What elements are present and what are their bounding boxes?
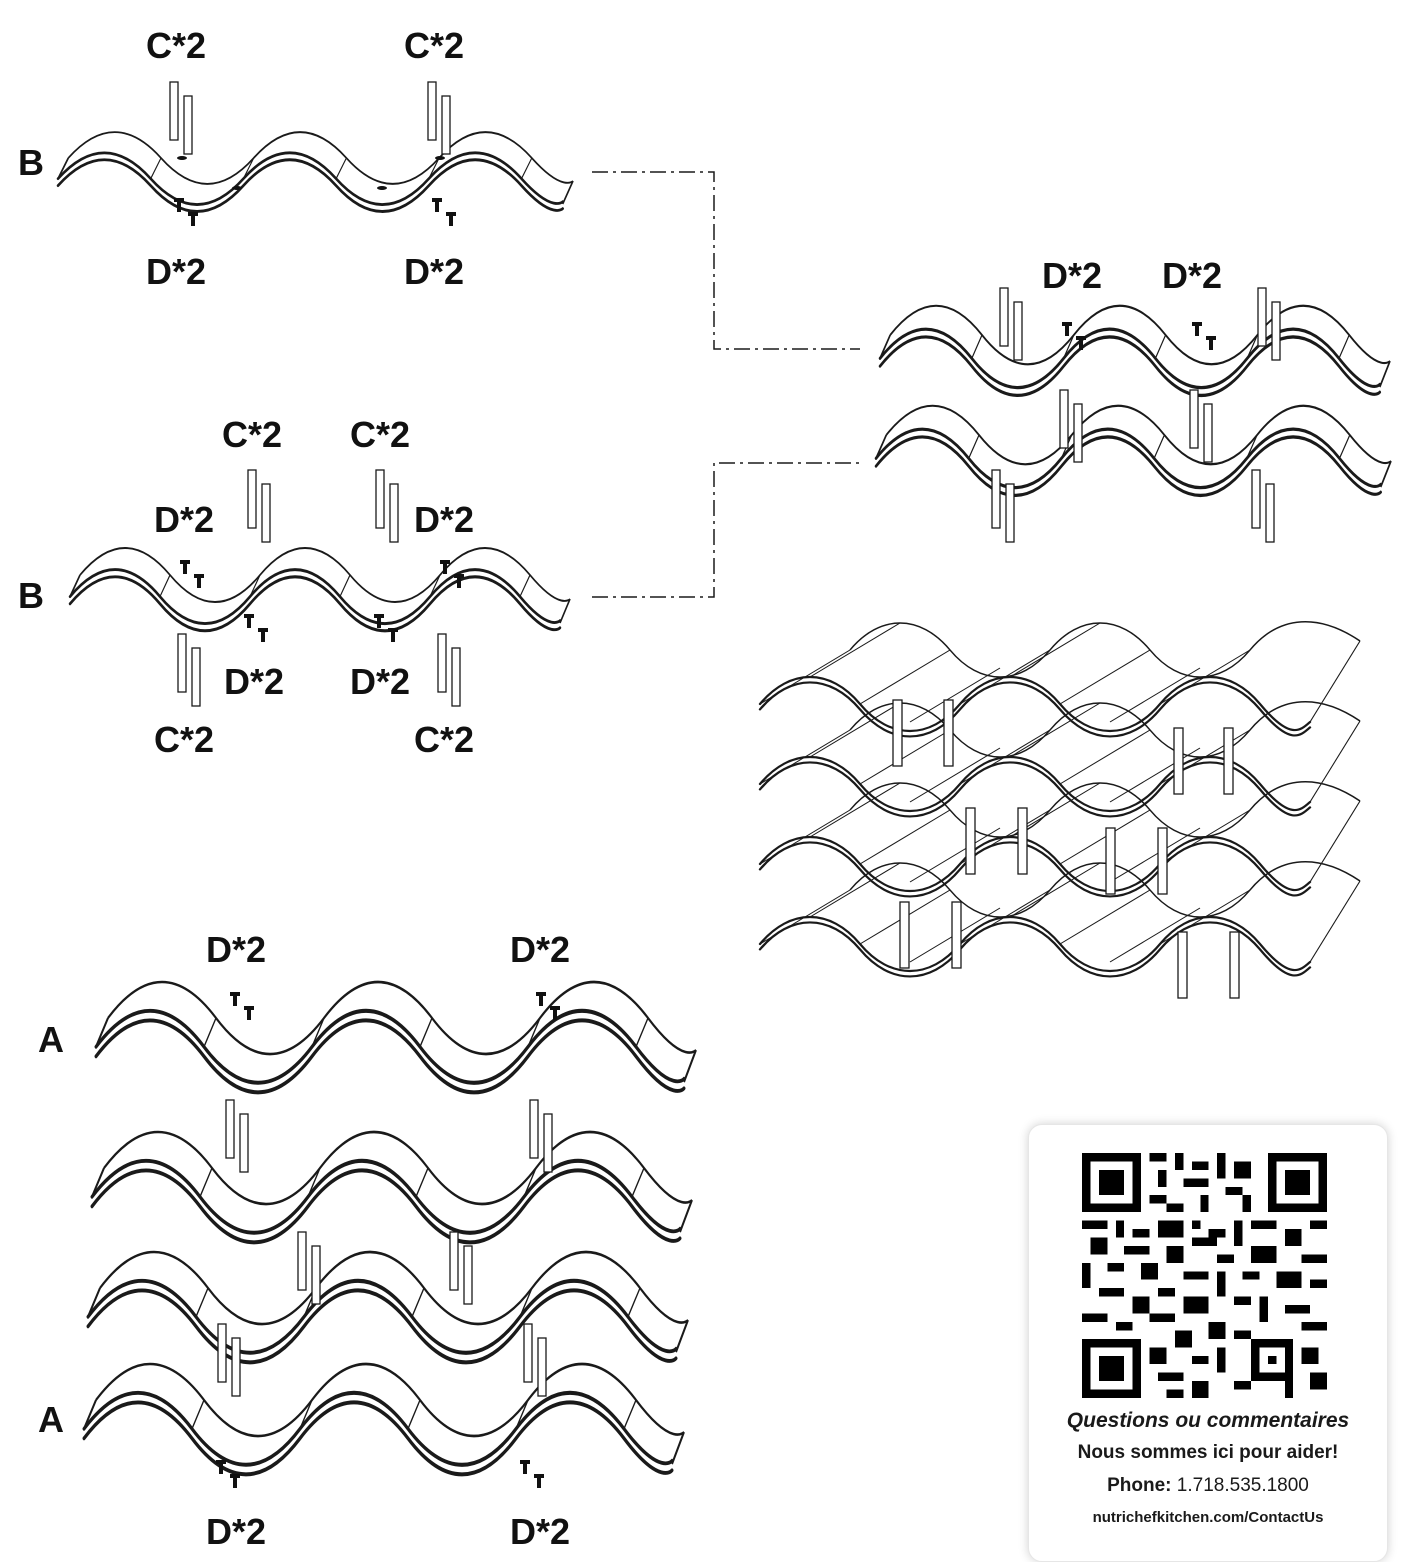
- screw-d: [432, 198, 456, 226]
- peg-qty-label: C*2: [146, 25, 206, 66]
- phone-number[interactable]: 1.718.535.1800: [1176, 1475, 1309, 1496]
- peg-c: [1059, 389, 1083, 463]
- peg-qty-label: C*2: [154, 719, 214, 760]
- peg-c: [247, 469, 271, 543]
- peg-qty-label: C*2: [404, 25, 464, 66]
- panel-a-top-label: A: [38, 1019, 64, 1060]
- screw-qty-label: D*2: [404, 251, 464, 292]
- peg-c: [297, 1231, 321, 1305]
- phone-label: Phone:: [1107, 1475, 1172, 1496]
- peg-c: [225, 1099, 249, 1173]
- sub-assembly-b: D*2 D*2: [874, 255, 1393, 543]
- screw-qty-label: D*2: [350, 661, 410, 702]
- peg-c: [217, 1323, 241, 1397]
- connector-lines: [592, 171, 860, 598]
- screw-d: [1192, 322, 1216, 350]
- contact-title: Questions ou commentaires: [1066, 1409, 1350, 1432]
- screw-qty-label: D*2: [510, 929, 570, 970]
- panel-b-middle-label: B: [18, 575, 44, 616]
- peg-c: [169, 81, 193, 155]
- finished-rack: [758, 620, 1362, 999]
- contact-url[interactable]: nutrichefkitchen.com/ContactUs: [1092, 1509, 1324, 1526]
- screw-d: [244, 614, 268, 642]
- peg-qty-label: C*2: [350, 414, 410, 455]
- panel-b-middle: B C*2 C*2 D*2 D*2 D*2 D*2 C*2 C*2: [18, 414, 572, 760]
- screw-qty-label: D*2: [1162, 255, 1222, 296]
- screw-d: [374, 614, 398, 642]
- contact-subtitle: Nous sommes ici pour aider!: [1077, 1442, 1339, 1463]
- panel-b-top-label: B: [18, 142, 44, 183]
- contact-phone: Phone: 1.718.535.1800: [1029, 1475, 1387, 1497]
- peg-qty-label: C*2: [222, 414, 282, 455]
- peg-c: [991, 469, 1015, 543]
- peg-c: [1189, 389, 1213, 463]
- screw-qty-label: D*2: [1042, 255, 1102, 296]
- screw-d: [536, 992, 560, 1020]
- peg-c: [375, 469, 399, 543]
- peg-c: [999, 287, 1023, 361]
- screw-qty-label: D*2: [206, 1511, 266, 1552]
- peg-c: [437, 633, 461, 707]
- screw-qty-label: D*2: [206, 929, 266, 970]
- panel-a-assembly: A A D*2 D*2 D*2 D*2: [38, 929, 698, 1552]
- panel-a-bottom-label: A: [38, 1399, 64, 1440]
- screw-qty-label: D*2: [510, 1511, 570, 1552]
- screw-qty-label: D*2: [146, 251, 206, 292]
- peg-qty-label: C*2: [414, 719, 474, 760]
- peg-c: [523, 1323, 547, 1397]
- peg-c: [1251, 469, 1275, 543]
- peg-c: [427, 81, 451, 155]
- screw-d: [180, 560, 204, 588]
- screw-qty-label: D*2: [224, 661, 284, 702]
- peg-c: [177, 633, 201, 707]
- contact-card: Questions ou commentaires Nous sommes ic…: [1028, 1124, 1388, 1562]
- screw-d: [520, 1460, 544, 1488]
- panel-b-top: B C*2 C*2 D*2 D*2: [18, 25, 575, 292]
- screw-qty-label: D*2: [154, 499, 214, 540]
- screw-d: [230, 992, 254, 1020]
- qr-code-icon[interactable]: [1082, 1153, 1327, 1398]
- screw-qty-label: D*2: [414, 499, 474, 540]
